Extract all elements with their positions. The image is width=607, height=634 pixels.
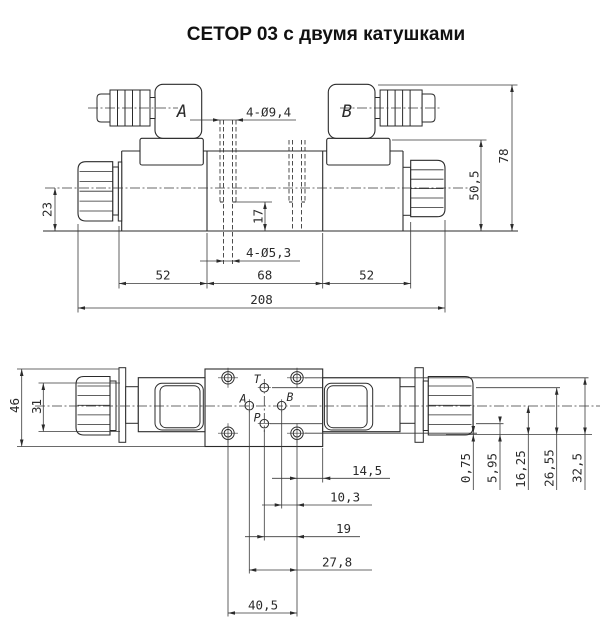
knob-left xyxy=(77,161,123,222)
dim-v-offset-5: 32,5 xyxy=(570,453,585,483)
dim-v-offset-4: 26,55 xyxy=(541,449,556,487)
port-p-label: P xyxy=(254,411,261,425)
coil-b-step xyxy=(399,386,416,424)
coil-b-window-outer xyxy=(323,382,374,431)
dim-body-width: 46 xyxy=(7,398,22,413)
dim-coil-top-height: 50,5 xyxy=(467,170,482,200)
coil-a-step xyxy=(125,386,139,424)
connector-a-label: A xyxy=(176,102,187,122)
plan-centerlines xyxy=(35,379,600,432)
dimensions: 4-Ø9,4 4-Ø5,3 17 23 50,5 78 52 68 52 208… xyxy=(7,84,592,617)
knob-right-collar xyxy=(402,166,412,216)
dim-port-p-offset: 19 xyxy=(336,521,351,536)
connector-b-label: B xyxy=(342,102,352,122)
connector-b-base xyxy=(326,137,391,166)
knob-left-collar2 xyxy=(117,161,123,222)
dim-total-height: 78 xyxy=(496,148,511,163)
port-t-label: T xyxy=(254,372,262,386)
dim-counterbore-holes: 4-Ø9,4 xyxy=(246,105,291,120)
dim-right-coil-length: 52 xyxy=(359,268,374,283)
mounting-hole-center-marks xyxy=(218,367,307,444)
dim-v-offset-1: 0,75 xyxy=(458,453,473,483)
knob-right xyxy=(402,159,446,218)
coil-a-window-inner xyxy=(159,385,201,429)
plan-view: T A B P xyxy=(35,367,600,448)
center-axis-lines xyxy=(45,107,470,189)
dim-v-offset-2: 5,95 xyxy=(485,453,500,483)
connector-a: A xyxy=(96,83,204,166)
dim-v-offset-3: 16,25 xyxy=(513,450,528,488)
dim-axis-to-base: 23 xyxy=(40,202,55,217)
page-title: CETOP 03 с двумя катушками xyxy=(187,24,465,45)
mounting-holes xyxy=(218,367,307,444)
dim-holes-to-edge: 14,5 xyxy=(352,463,382,478)
coil-a xyxy=(118,367,206,443)
port-b-label: B xyxy=(287,390,294,404)
connector-a-base xyxy=(139,137,204,166)
dim-port-b-offset: 10,3 xyxy=(330,490,360,505)
knob-left-collar xyxy=(112,166,119,216)
coil-b-flange xyxy=(414,367,424,443)
hidden-hole-lines xyxy=(219,120,306,264)
dim-left-coil-length: 52 xyxy=(155,268,170,283)
coil-a-flange xyxy=(118,367,127,443)
knob-right-plan-ribs xyxy=(428,385,472,425)
side-view: A B xyxy=(43,83,518,264)
port-a-label: A xyxy=(239,392,247,406)
dim-holes-spacing-x: 40,5 xyxy=(248,598,278,613)
knob-right-ribs xyxy=(410,169,444,208)
connector-b: B xyxy=(326,83,436,166)
dim-port-a-offset: 27,8 xyxy=(322,555,352,570)
knob-left-ribs xyxy=(79,171,113,212)
coil-b-body xyxy=(322,377,401,433)
coil-a-window-outer xyxy=(154,382,204,431)
knob-left-plan-ribs xyxy=(77,385,110,425)
dim-through-holes: 4-Ø5,3 xyxy=(246,245,291,260)
coil-b xyxy=(322,367,424,443)
dim-coil-width: 31 xyxy=(29,399,44,414)
dim-counterbore-depth: 17 xyxy=(251,209,266,224)
connector-a-cap xyxy=(96,93,111,123)
coil-a-body xyxy=(137,377,206,433)
dim-total-length: 208 xyxy=(250,292,273,307)
coil-b-window-inner xyxy=(326,385,368,429)
dim-body-length: 68 xyxy=(257,268,272,283)
